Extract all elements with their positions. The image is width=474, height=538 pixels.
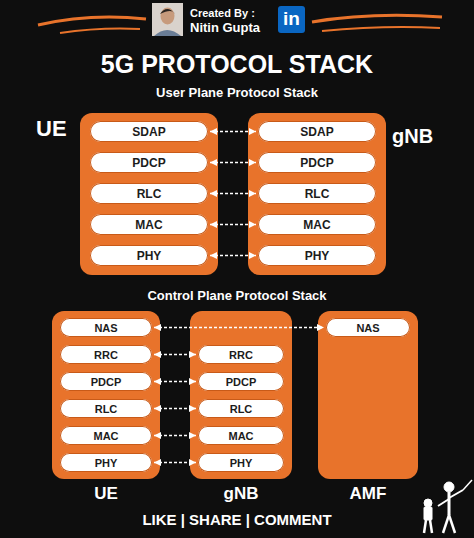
adult-arm (449, 490, 463, 498)
layer-name: SDAP (300, 125, 333, 139)
entity-label: UE (52, 484, 160, 504)
diagram-title: 5G PROTOCOL STACK (0, 50, 474, 79)
layer-pill: PDCP (90, 152, 208, 173)
layer-name: NAS (356, 322, 379, 334)
layer-pill: MAC (90, 214, 208, 235)
layer-name: RRC (94, 349, 118, 361)
layer-name: PHY (137, 249, 162, 263)
layer-name: MAC (135, 218, 162, 232)
layer-pill: RRC (198, 345, 284, 364)
avatar-hair (160, 9, 175, 14)
adult-leg (443, 515, 449, 533)
avatar-photo (152, 3, 183, 36)
swoosh-line (60, 29, 140, 34)
stack-box: UENASRRCPDCPRLCMACPHY (52, 311, 160, 479)
layer-name: MAC (303, 218, 330, 232)
layer-pill: RLC (60, 399, 152, 418)
layer-name: NAS (94, 322, 117, 334)
layer-pill: PHY (258, 245, 376, 266)
layer-name: PDCP (132, 156, 165, 170)
avatar-shirt (154, 30, 181, 36)
swoosh-line (322, 27, 440, 31)
section-heading: Control Plane Protocol Stack (0, 288, 474, 303)
entity-label: gNB (190, 484, 292, 504)
pointer-stick (463, 480, 472, 490)
author-name: Nitin Gupta (190, 20, 275, 35)
child-leg (424, 520, 426, 533)
child-body (424, 507, 432, 520)
layer-name: RLC (305, 187, 330, 201)
layer-name: PHY (95, 457, 118, 469)
layer-name: SDAP (132, 125, 165, 139)
linkedin-text: in (278, 8, 305, 30)
child-head (424, 499, 432, 507)
section-heading: User Plane Protocol Stack (0, 85, 474, 100)
stack-box: UESDAPPDCPRLCMACPHY (80, 113, 218, 275)
layer-pill: RLC (90, 183, 208, 204)
adult-head (444, 482, 454, 492)
layer-pill: NAS (60, 318, 152, 337)
linkedin-logo (278, 6, 305, 33)
layer-pill: PHY (198, 453, 284, 472)
adult-arm (438, 499, 449, 506)
credit-caption: Created By : (190, 7, 275, 19)
entity-label: UE (36, 116, 78, 142)
footer-text: LIKE | SHARE | COMMENT (0, 511, 474, 528)
layer-pill: PDCP (60, 372, 152, 391)
entity-label: gNB (392, 125, 452, 148)
layer-pill: PHY (60, 453, 152, 472)
layer-pill: PHY (90, 245, 208, 266)
layer-name: RLC (230, 403, 253, 415)
stack-box: AMFNAS (318, 311, 418, 479)
layer-name: MAC (228, 430, 253, 442)
layer-pill: NAS (326, 318, 410, 337)
child-leg (430, 520, 432, 533)
layer-name: RRC (229, 349, 253, 361)
layer-pill: SDAP (258, 121, 376, 142)
avatar-face (161, 8, 175, 25)
layer-pill: PDCP (258, 152, 376, 173)
layer-pill: RLC (258, 183, 376, 204)
layer-name: RLC (95, 403, 118, 415)
stack-box: gNBSDAPPDCPRLCMACPHY (248, 113, 386, 275)
stick-figures (424, 480, 472, 533)
adult-body (448, 492, 451, 515)
layer-name: PHY (305, 249, 330, 263)
layer-pill: SDAP (90, 121, 208, 142)
layer-pill: RRC (60, 345, 152, 364)
layer-pill: RLC (198, 399, 284, 418)
layer-name: PHY (230, 457, 253, 469)
layer-name: MAC (93, 430, 118, 442)
swoosh-line (38, 17, 146, 25)
layer-name: RLC (137, 187, 162, 201)
swoosh-line (312, 15, 442, 22)
stack-box: gNBRRCPDCPRLCMACPHY (190, 311, 292, 479)
layer-pill: MAC (60, 426, 152, 445)
entity-label: AMF (318, 484, 418, 504)
layer-name: PDCP (91, 376, 122, 388)
layer-pill: MAC (258, 214, 376, 235)
layer-pill: MAC (198, 426, 284, 445)
layer-name: PDCP (300, 156, 333, 170)
layer-name: PDCP (226, 376, 257, 388)
adult-leg (449, 515, 455, 533)
layer-pill: PDCP (198, 372, 284, 391)
